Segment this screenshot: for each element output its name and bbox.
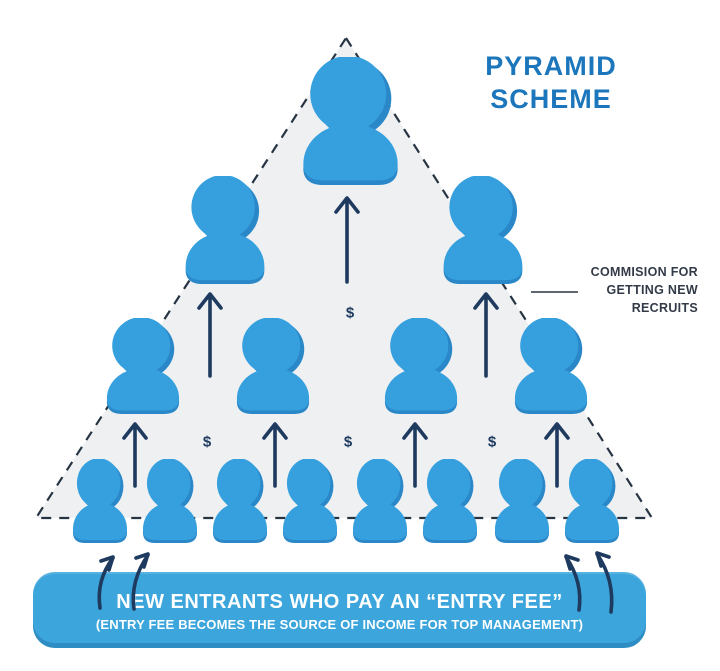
person-row4-7 [489,459,555,543]
person-icon [422,459,478,543]
person-row4-5 [347,459,413,543]
dollar-symbol: $ [202,433,212,451]
person-icon [142,459,198,543]
person-icon [185,176,265,284]
dollar-symbol: $ [343,433,353,451]
person-row4-6 [417,459,483,543]
entry-fee-banner: NEW ENTRANTS WHO PAY AN “ENTRY FEE” (ENT… [33,572,646,648]
person-row4-1 [67,459,133,543]
commission-label-line3: RECRUITS [631,301,698,315]
banner-heading: NEW ENTRANTS WHO PAY AN “ENTRY FEE” [116,590,563,613]
person-icon [514,318,588,414]
person-icon [443,176,523,284]
dollar-symbol: $ [487,433,497,451]
commission-label-line2: GETTING NEW [606,283,698,297]
person-row1-1 [293,57,408,185]
dollar-symbol: $ [345,304,355,322]
person-icon [494,459,550,543]
title-line1: PYRAMID [485,51,617,81]
person-row3-2 [229,318,317,414]
person-row3-1 [99,318,187,414]
person-row3-4 [507,318,595,414]
commission-label-line1: COMMISION FOR [590,265,698,279]
person-row4-3 [207,459,273,543]
page-title: PYRAMID SCHEME [440,50,662,116]
person-icon [212,459,268,543]
person-icon [72,459,128,543]
person-icon [282,459,338,543]
title-line2: SCHEME [490,84,612,114]
person-row4-4 [277,459,343,543]
person-row3-3 [377,318,465,414]
person-icon [352,459,408,543]
commission-label: COMMISION FOR GETTING NEW RECRUITS [520,263,698,317]
person-icon [564,459,620,543]
person-icon [106,318,180,414]
banner-subheading: (ENTRY FEE BECOMES THE SOURCE OF INCOME … [95,616,584,632]
person-row2-1 [177,176,273,284]
person-icon [384,318,458,414]
person-icon [302,57,398,185]
person-icon [236,318,310,414]
person-row4-2 [137,459,203,543]
person-row2-2 [435,176,531,284]
person-row4-8 [559,459,625,543]
